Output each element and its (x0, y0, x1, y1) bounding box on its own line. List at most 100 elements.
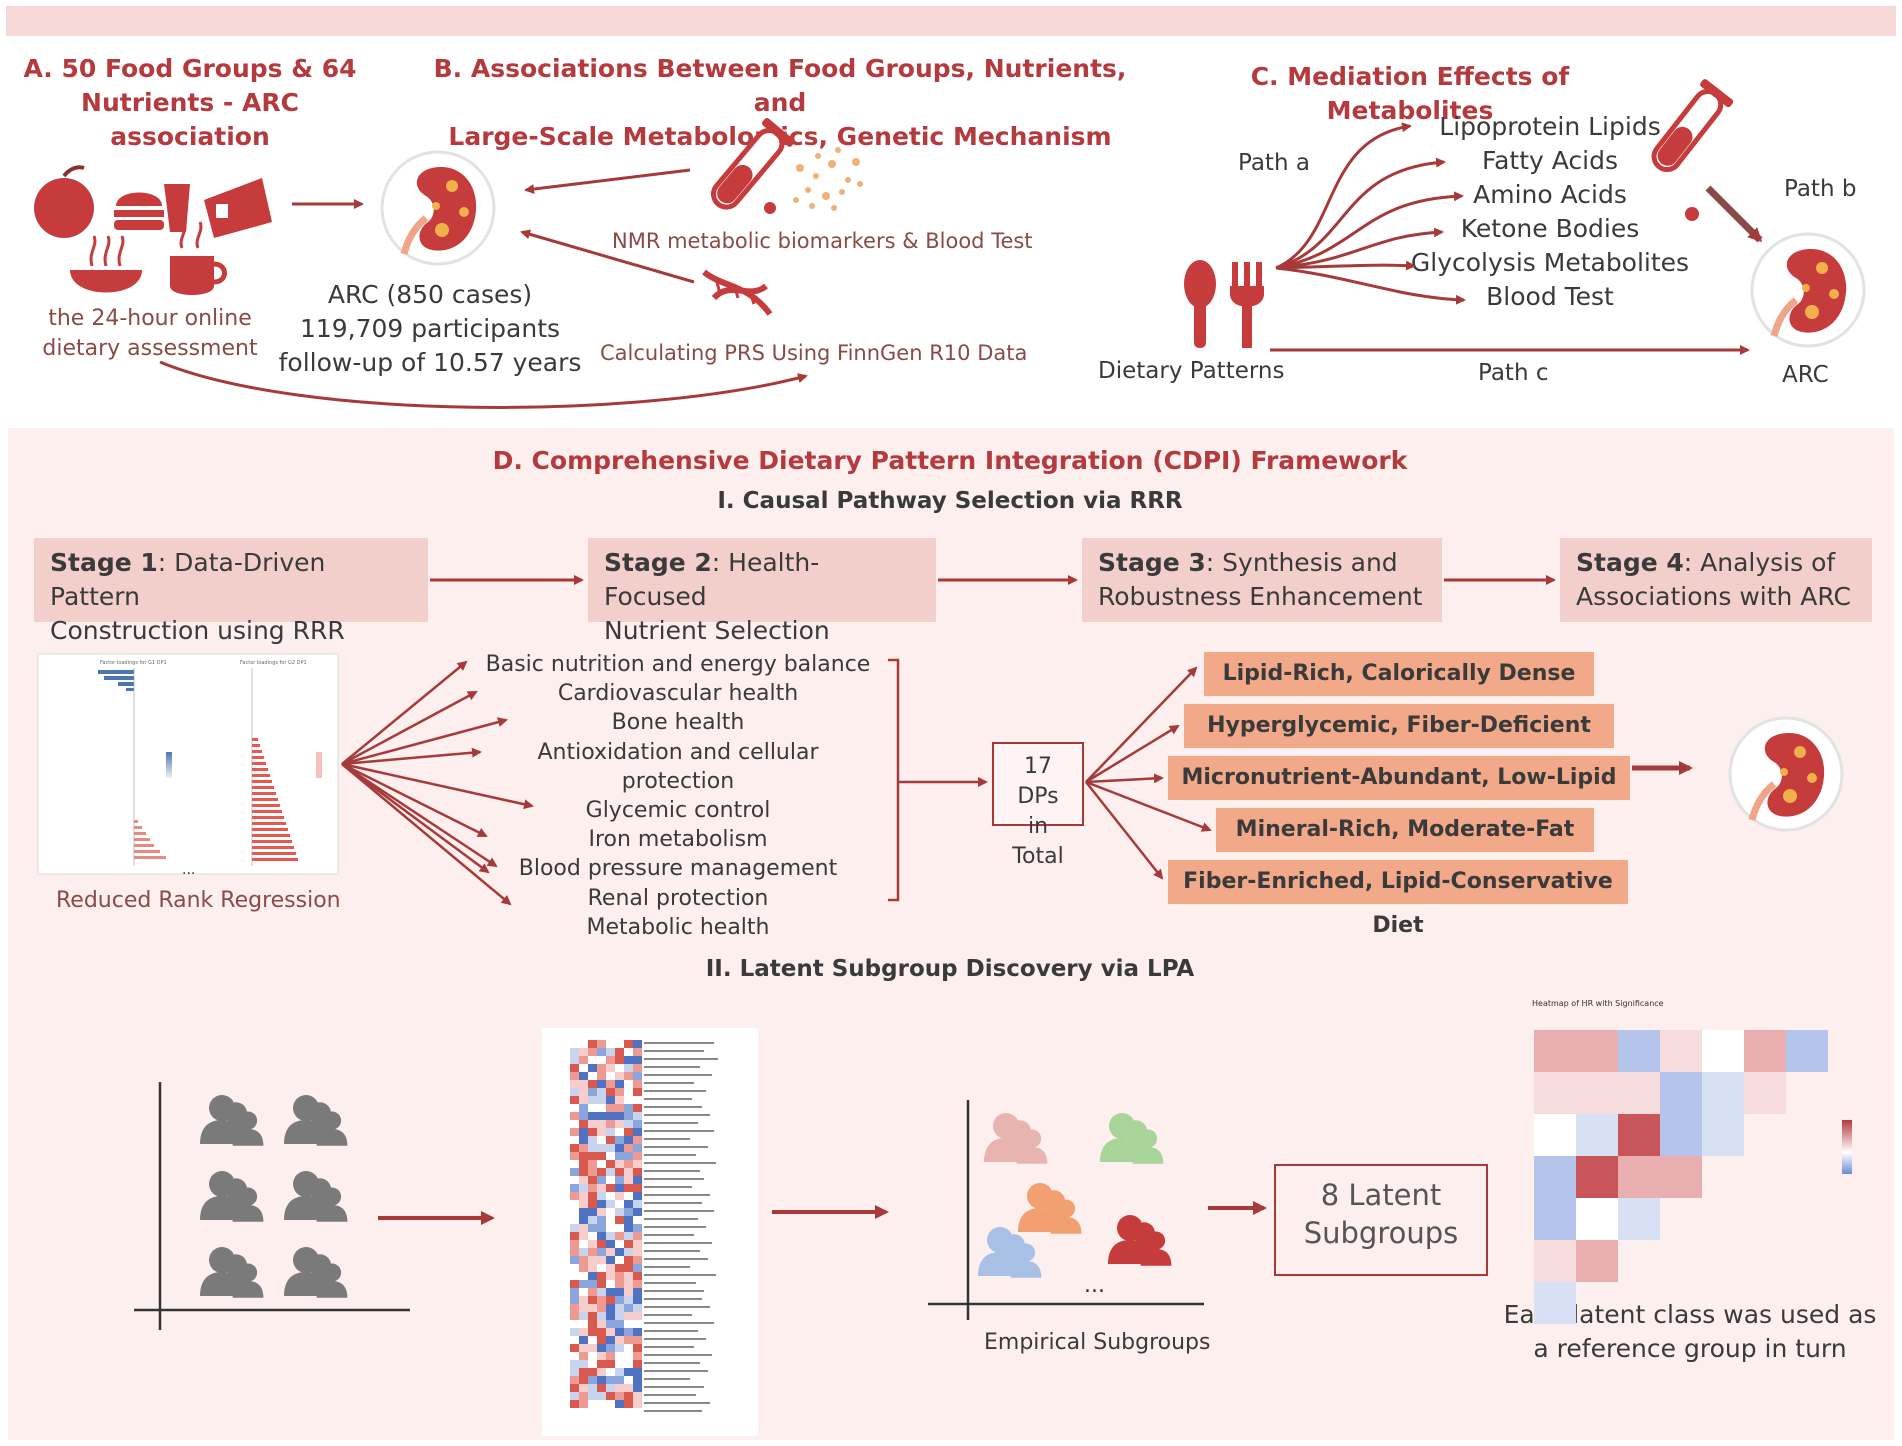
heatmap-cell (588, 1264, 597, 1272)
heatmap-cell (579, 1312, 588, 1320)
heatmap-cell (615, 1288, 624, 1296)
top-band (6, 6, 1896, 36)
heatmap-cell (633, 1040, 642, 1048)
heatmap-cell (615, 1104, 624, 1112)
heatmap-cell (579, 1376, 588, 1384)
heatmap-cell (633, 1160, 642, 1168)
heatmap-cell (615, 1040, 624, 1048)
hr-heatmap-cell (1660, 1030, 1702, 1072)
heatmap-cell (570, 1176, 579, 1184)
heatmap-cell (606, 1368, 615, 1376)
heatmap-cell (624, 1168, 633, 1176)
path-a-arrows (1275, 122, 1466, 305)
heatmap-cell (624, 1320, 633, 1328)
heatmap-cell (624, 1328, 633, 1336)
heatmap-cell (624, 1232, 633, 1240)
heatmap-cell (624, 1064, 633, 1072)
heatmap-cell (570, 1200, 579, 1208)
heatmap-cell (615, 1088, 624, 1096)
heatmap-cell (606, 1232, 615, 1240)
heatmap-cell (633, 1240, 642, 1248)
mediator-item: Ketone Bodies (1460, 214, 1640, 243)
heatmap-cell (597, 1264, 606, 1272)
heatmap-cell (579, 1048, 588, 1056)
heatmap-cell (597, 1048, 606, 1056)
heatmap-cell (597, 1152, 606, 1160)
empirical-subgroups-icons (978, 1113, 1171, 1278)
heatmap-cell (606, 1072, 615, 1080)
heatmap-cell (624, 1360, 633, 1368)
heatmap-cell (579, 1360, 588, 1368)
mediator-item: Fatty Acids (1482, 146, 1618, 175)
heatmap-cell (588, 1080, 597, 1088)
heatmap-cell (624, 1176, 633, 1184)
empirical-subgroups-caption: Empirical Subgroups (984, 1330, 1211, 1355)
heatmap-cell (588, 1352, 597, 1360)
heatmap-cell (597, 1312, 606, 1320)
kidney-icon (1752, 234, 1864, 346)
heatmap-cell (606, 1064, 615, 1072)
heatmap-cell (606, 1280, 615, 1288)
heatmap-cell (633, 1120, 642, 1128)
heatmap-cell (570, 1392, 579, 1400)
heatmap-cell (597, 1400, 606, 1408)
hr-heatmap-cell (1534, 1072, 1576, 1114)
heatmap-cell (570, 1368, 579, 1376)
arc-target-label: ARC (1782, 362, 1829, 388)
heatmap-cell (615, 1080, 624, 1088)
burger-icon (114, 184, 190, 232)
heatmap-cell (633, 1168, 642, 1176)
diet-box: Hyperglycemic, Fiber-Deficient Diet (1184, 704, 1614, 782)
heatmap-cell (579, 1320, 588, 1328)
heatmap-cell (597, 1096, 606, 1104)
heatmap-cell (606, 1136, 615, 1144)
heatmap-cell (588, 1328, 597, 1336)
hr-heatmap-cell (1618, 1156, 1660, 1198)
hr-heatmap-cell (1576, 1114, 1618, 1156)
heatmap-cell (606, 1264, 615, 1272)
heatmap-cell (615, 1200, 624, 1208)
heatmap-cell (615, 1184, 624, 1192)
heatmap-cell (597, 1208, 606, 1216)
heatmap-cell (570, 1400, 579, 1408)
heatmap-cell (615, 1128, 624, 1136)
heatmap-cell (597, 1040, 606, 1048)
heatmap-cell (633, 1064, 642, 1072)
mediator-item: Blood Test (1486, 282, 1614, 311)
heatmap-cell (579, 1152, 588, 1160)
heatmap-cell (633, 1368, 642, 1376)
health-goals-list: Basic nutrition and energy balance Cardi… (478, 650, 878, 942)
heatmap-cell (588, 1368, 597, 1376)
heatmap-cell (633, 1400, 642, 1408)
dna-icon (702, 269, 773, 316)
spoon-fork-icon (1184, 260, 1264, 348)
rrr-loading-plot: Factor loadings for G1 DP1 Factor loadin… (37, 653, 339, 878)
heatmap-cell (624, 1144, 633, 1152)
heatmap-cell (570, 1208, 579, 1216)
heatmap-cell (606, 1288, 615, 1296)
heatmap-cell (633, 1360, 642, 1368)
heatmap-cell (570, 1104, 579, 1112)
heatmap-cell (633, 1384, 642, 1392)
heatmap-cell (624, 1208, 633, 1216)
heatmap-cell (633, 1048, 642, 1056)
heatmap-cell (624, 1376, 633, 1384)
heatmap-cell (615, 1392, 624, 1400)
heatmap-cell (588, 1296, 597, 1304)
heatmap-cell (606, 1344, 615, 1352)
section-1-title: I. Causal Pathway Selection via RRR (717, 488, 1183, 514)
heatmap-cell (633, 1176, 642, 1184)
heatmap-cell (588, 1176, 597, 1184)
heatmap-cell (606, 1336, 615, 1344)
heatmap-cell (615, 1136, 624, 1144)
heatmap-cell (615, 1344, 624, 1352)
heatmap-cell (570, 1120, 579, 1128)
heatmap-cell (579, 1336, 588, 1344)
heatmap-cell (633, 1248, 642, 1256)
heatmap-cell (615, 1176, 624, 1184)
heatmap-cell (633, 1104, 642, 1112)
heatmap-cell (579, 1064, 588, 1072)
heatmap-cell (633, 1352, 642, 1360)
